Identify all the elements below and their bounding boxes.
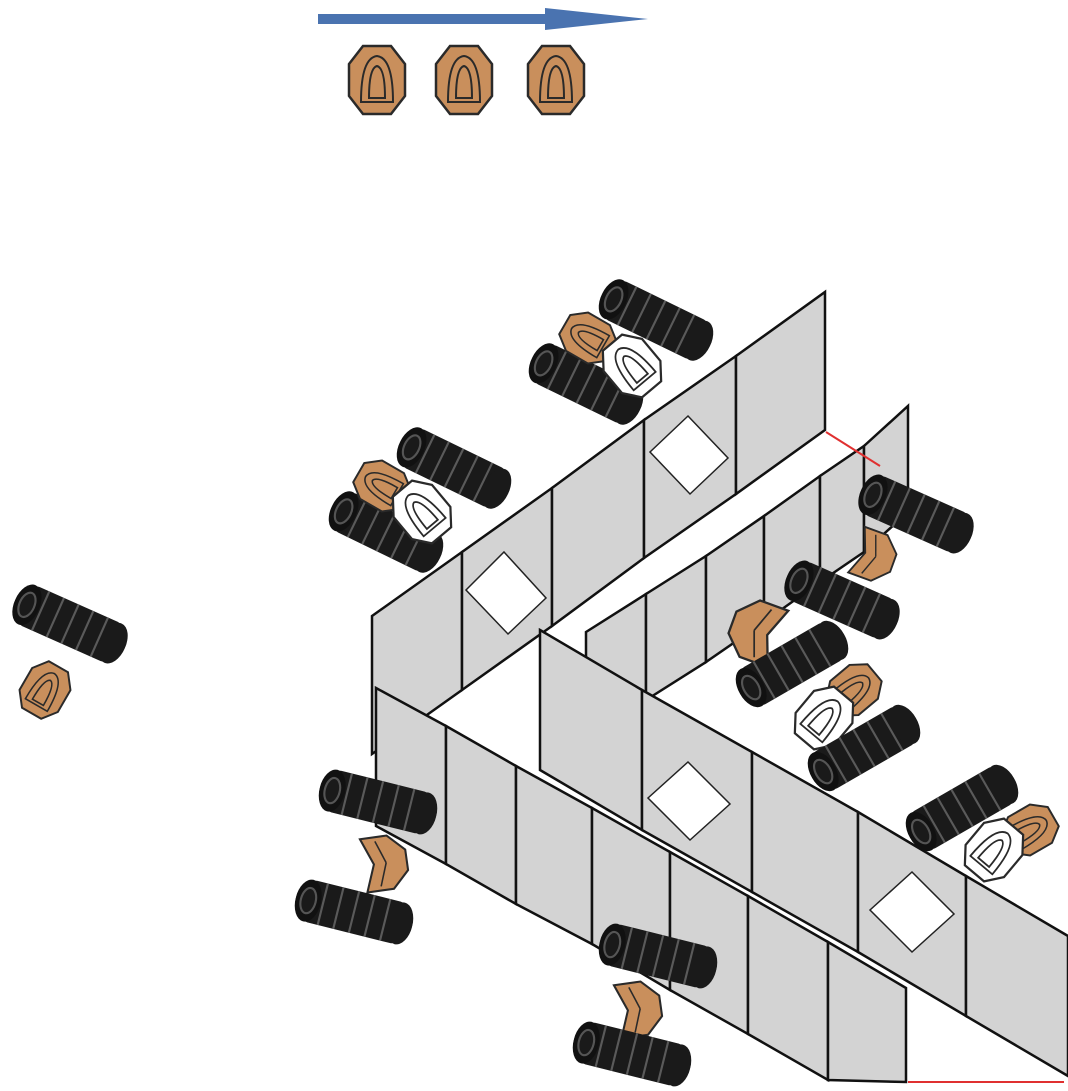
diamond-marker <box>648 414 730 496</box>
tire-stack <box>289 875 419 949</box>
legend-targets <box>347 44 586 116</box>
wall-panel <box>644 553 708 703</box>
target-icon <box>434 44 494 116</box>
target-icon <box>526 44 586 116</box>
diamond-marker <box>646 760 732 842</box>
tire-stack <box>5 578 135 670</box>
target-icon <box>347 44 407 116</box>
direction-arrow <box>318 8 648 30</box>
wall-panel <box>550 417 646 629</box>
diamond-marker <box>464 550 548 636</box>
wall-panel <box>964 873 1068 1078</box>
wall-panel <box>734 289 827 497</box>
marker-line <box>825 431 881 467</box>
target-icon <box>358 832 412 894</box>
diamond-marker <box>868 870 956 954</box>
wall-panel <box>826 939 908 1084</box>
wall-panel <box>444 723 518 907</box>
marker-lines <box>825 431 1064 1083</box>
target-icon <box>10 654 80 726</box>
diamond-markers <box>464 414 956 954</box>
barrier-walls <box>370 289 1068 1084</box>
